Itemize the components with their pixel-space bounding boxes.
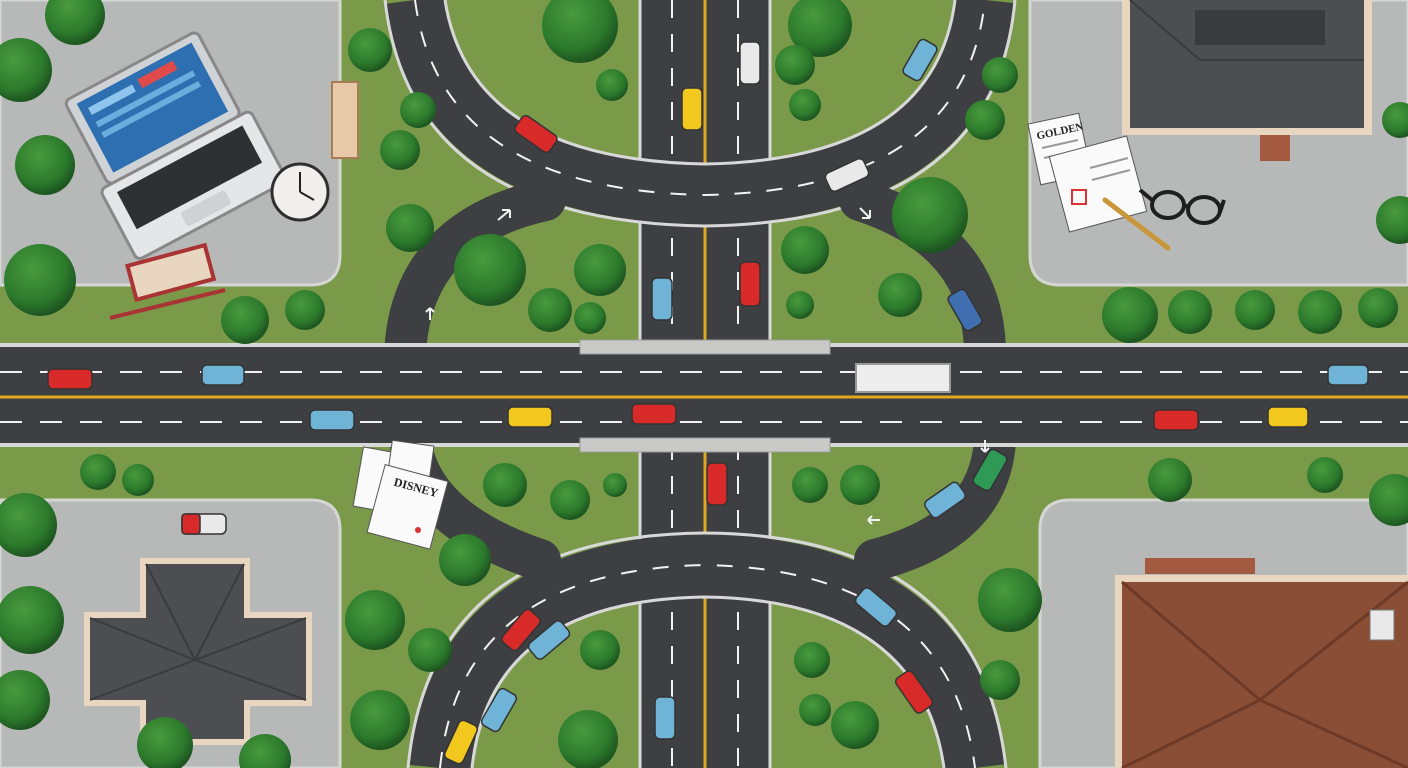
scattered-papers: DISNEY bbox=[352, 439, 449, 550]
clock-icon bbox=[270, 162, 330, 222]
sign-board bbox=[331, 81, 359, 159]
documents-icon: GOLDEN bbox=[1027, 112, 1148, 233]
cars bbox=[47, 38, 1369, 765]
house-bottom-left bbox=[84, 558, 312, 745]
house-top-right bbox=[1122, 0, 1372, 161]
house-bottom-right bbox=[1115, 558, 1408, 768]
truck-icon bbox=[855, 363, 951, 393]
broken-fence bbox=[109, 242, 226, 320]
pencil-icon bbox=[1102, 197, 1171, 251]
lane-arrows bbox=[425, 207, 990, 525]
glasses-icon bbox=[1138, 188, 1226, 225]
east-west-highway bbox=[0, 339, 1408, 453]
laptop-icon bbox=[64, 31, 287, 260]
